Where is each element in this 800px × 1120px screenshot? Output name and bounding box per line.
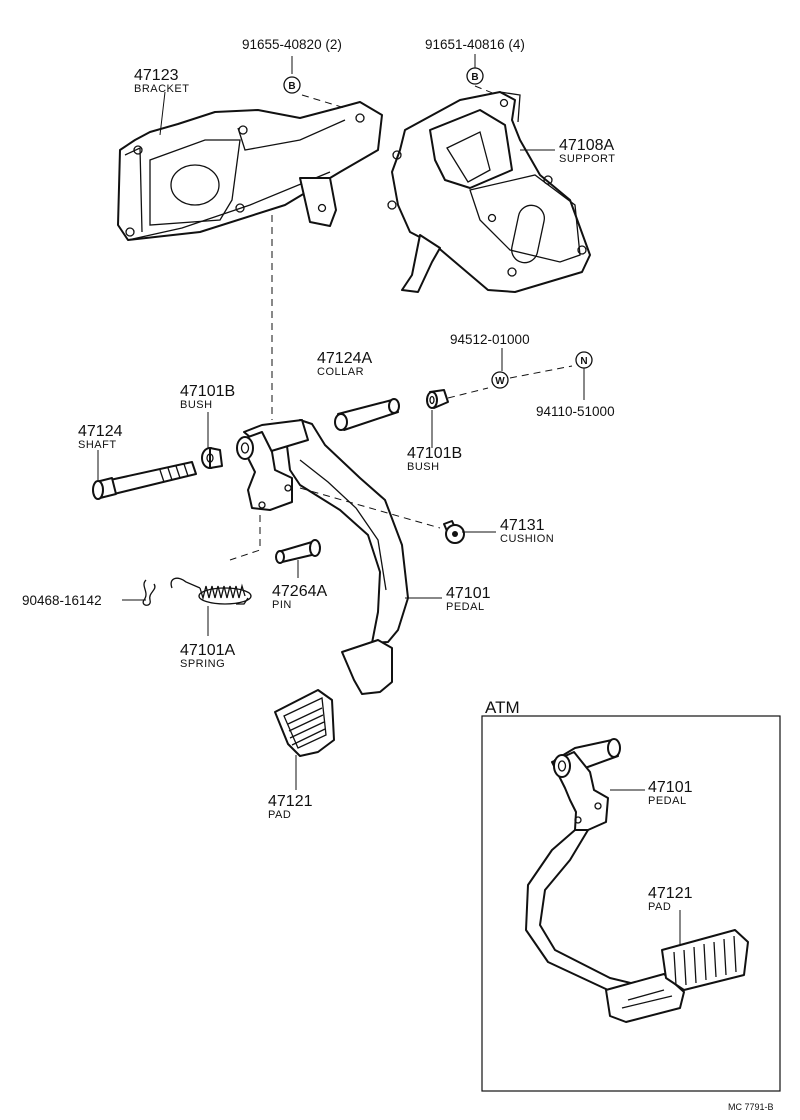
atm-inset: ATM 47101 PEDAL 47121 PAD [481, 698, 781, 1092]
atm-pad-drawing [661, 929, 749, 991]
shaft-name: SHAFT [78, 439, 117, 451]
pedal-number: 47101 [446, 585, 491, 602]
bracket-name: BRACKET [134, 83, 189, 95]
washer-w-symbol: W [491, 371, 509, 389]
atm-pedal-name: PEDAL [648, 795, 687, 807]
bush-right-drawing [426, 389, 449, 409]
cushion-drawing [443, 520, 465, 544]
bolt-b-right-letter: B [471, 72, 478, 83]
bolt-b-left-letter: B [288, 81, 295, 92]
fastener-code-nut: 94110-51000 [536, 404, 615, 419]
fastener-code-clip: 90468-16142 [22, 593, 102, 608]
collar-drawing [334, 398, 400, 431]
bolt-b-right-symbol: B [466, 67, 484, 85]
pin-drawing [275, 539, 321, 564]
pedal-drawing [236, 419, 409, 695]
pad-name: PAD [268, 809, 291, 821]
spring-drawing [170, 577, 252, 605]
shaft-drawing [92, 461, 197, 500]
spring-number: 47101A [180, 642, 235, 659]
atm-pad-name: PAD [648, 901, 671, 913]
pin-number: 47264A [272, 583, 327, 600]
leader-lines [97, 54, 585, 790]
pedal-name: PEDAL [446, 601, 485, 613]
collar-number: 47124A [317, 350, 372, 367]
pad-number: 47121 [268, 793, 313, 810]
fastener-code-washer: 94512-01000 [450, 332, 530, 347]
atm-pedal-drawing [525, 738, 685, 1023]
atm-pad-number: 47121 [648, 885, 693, 902]
fastener-code-bolt-right: 91651-40816 (4) [425, 37, 525, 52]
cushion-number: 47131 [500, 517, 545, 534]
bush-right-name: BUSH [407, 461, 440, 473]
support-drawing [387, 91, 591, 293]
support-name: SUPPORT [559, 153, 615, 165]
spring-name: SPRING [180, 658, 225, 670]
shaft-number: 47124 [78, 423, 123, 440]
bush-left-name: BUSH [180, 399, 213, 411]
bush-left-number: 47101B [180, 383, 235, 400]
washer-w-letter: W [495, 376, 505, 387]
drawing-code: MC 7791-B [728, 1102, 774, 1112]
fastener-code-bolt-left: 91655-40820 (2) [242, 37, 342, 52]
pin-name: PIN [272, 599, 292, 611]
nut-n-symbol: N [575, 351, 593, 369]
cushion-name: CUSHION [500, 533, 554, 545]
clip-drawing [142, 579, 156, 606]
support-number: 47108A [559, 137, 614, 154]
atm-pedal-number: 47101 [648, 779, 693, 796]
bracket-drawing [117, 101, 383, 241]
collar-name: COLLAR [317, 366, 364, 378]
bracket-number: 47123 [134, 67, 179, 84]
nut-n-letter: N [580, 356, 587, 367]
atm-label: ATM [485, 698, 520, 717]
bush-left-drawing [201, 447, 223, 469]
bolt-b-left-symbol: B [283, 76, 301, 94]
atm-inset-frame [481, 715, 781, 1092]
bush-right-number: 47101B [407, 445, 462, 462]
pad-drawing [274, 689, 335, 757]
assembly-lines [229, 85, 573, 561]
